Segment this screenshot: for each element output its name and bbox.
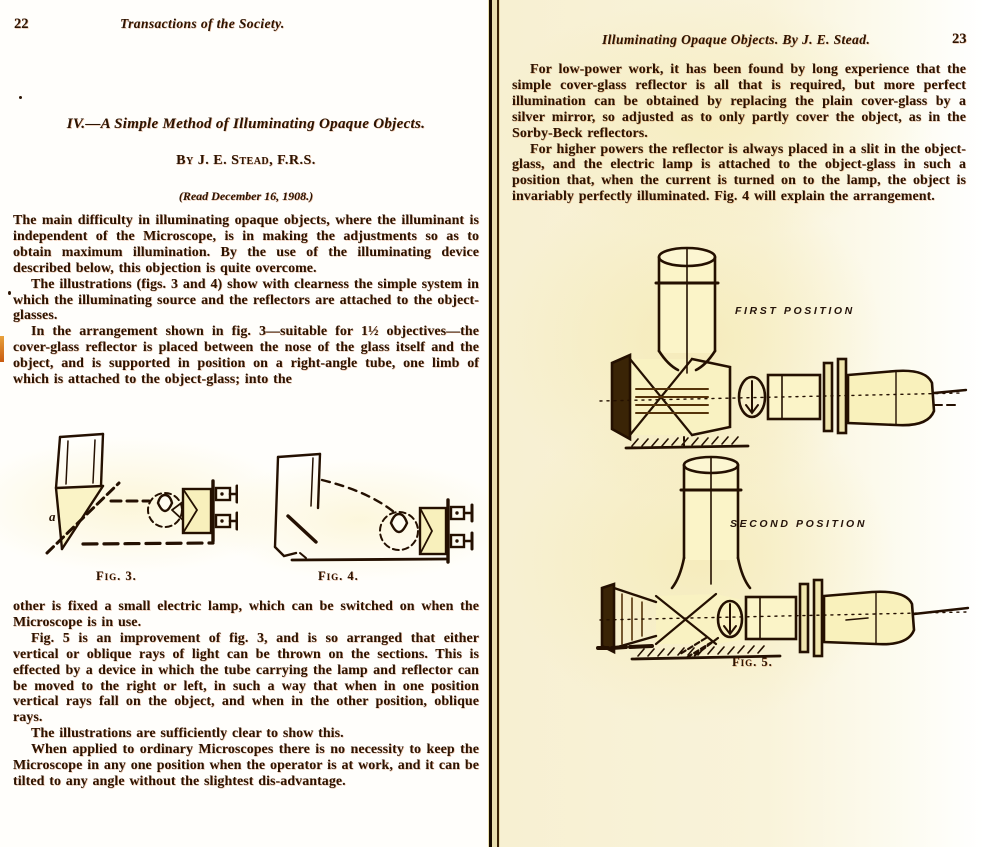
left-column-lower: other is fixed a small electric lamp, wh… (13, 599, 479, 790)
page-right: Illuminating Opaque Objects. By J. E. St… (500, 0, 984, 847)
fig3-drawing: a (45, 432, 238, 555)
paragraph: In the arrangement shown in fig. 3—suita… (13, 324, 479, 388)
left-column-upper: The main difficulty in illuminating opaq… (13, 213, 479, 388)
scan-speck (8, 291, 11, 295)
scan-speck (19, 96, 22, 99)
article-title: IV.—A Simple Method of Illuminating Opaq… (66, 116, 426, 132)
page-number-right: 23 (952, 31, 967, 47)
paragraph: The illustrations are sufficiently clear… (31, 726, 344, 742)
paragraph: For higher powers the reflector is alway… (512, 141, 966, 205)
running-head-left: Transactions of the Society. (120, 16, 285, 31)
gutter-line (497, 0, 499, 847)
right-column: For low-power work, it has been found by… (512, 62, 966, 205)
page-left: 22 Transactions of the Society. IV.—A Si… (0, 0, 492, 847)
paragraph: The main difficulty in illuminating opaq… (13, 213, 479, 276)
read-date-note: (Read December 16, 1908.) (178, 189, 314, 203)
scan-edge-mark (0, 336, 4, 362)
fig4-illustration (248, 450, 476, 576)
paragraph: For low-power work, it has been found by… (512, 62, 966, 141)
fig3-part-label: a (49, 509, 56, 524)
fig5-second-position-drawing (596, 455, 970, 661)
running-head-right: Illuminating Opaque Objects. By J. E. St… (602, 32, 871, 47)
second-position-label: SECOND POSITION (730, 518, 868, 530)
fig4-caption: Fig. 4. (318, 569, 359, 583)
article-byline: By J. E. Stead, F.R.S. (176, 153, 316, 168)
page-number-left: 22 (14, 16, 29, 32)
fig4-drawing (273, 452, 474, 564)
fig3-caption: Fig. 3. (96, 569, 137, 583)
paragraph: The illustrations (figs. 3 and 4) show w… (13, 276, 479, 324)
fig3-illustration: a (23, 431, 238, 571)
paragraph: other is fixed a small electric lamp, wh… (13, 599, 479, 630)
paragraph: Fig. 5 is an improvement of fig. 3, and … (13, 630, 479, 726)
fig5-first-position-drawing (599, 246, 968, 450)
fig5-first-position-illustration (596, 243, 968, 451)
paragraph: When applied to ordinary Microscopes the… (13, 742, 479, 789)
gutter-line (489, 0, 492, 847)
fig5-caption: Fig. 5. (732, 655, 773, 669)
first-position-label: FIRST POSITION (735, 305, 855, 317)
fig5-second-position-illustration (594, 452, 972, 662)
